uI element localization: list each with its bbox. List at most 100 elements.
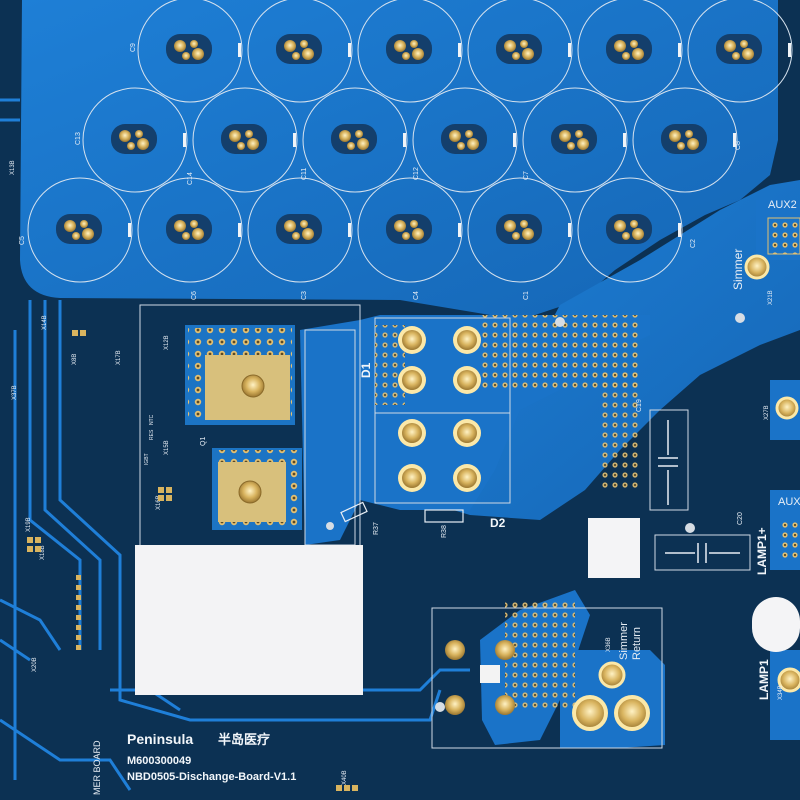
resistor-symbols xyxy=(340,501,464,523)
capacitor-pad-clearance xyxy=(111,124,157,154)
simmer-return-label-1: Simmer xyxy=(618,622,630,660)
pin-headers xyxy=(27,330,358,791)
capacitor-pad xyxy=(559,130,571,142)
capacitor-pad xyxy=(520,40,528,48)
cap-label-c5: C5 xyxy=(19,236,26,245)
foam-pad-right xyxy=(752,597,800,652)
cap-label-c2: C2 xyxy=(690,239,697,248)
lamp1-plus-label: LAMP1+ xyxy=(755,527,769,575)
diode-pad xyxy=(457,468,477,488)
x14b-label: X14B xyxy=(42,315,48,330)
res-label: RES xyxy=(149,429,155,440)
x34b-label: X34B xyxy=(778,685,784,700)
via-field-diag xyxy=(600,370,640,490)
capacitor-pad xyxy=(622,232,630,240)
capacitor-pad xyxy=(677,142,685,150)
capacitor-pad xyxy=(135,130,143,138)
q1-igbt xyxy=(185,325,302,530)
capacitor-pad xyxy=(174,220,186,232)
capacitor-polarity-mark xyxy=(568,43,571,57)
capacitor-outline xyxy=(577,0,683,103)
capacitor-pad xyxy=(119,130,131,142)
igbt-label: IGBT xyxy=(144,453,150,465)
cap-label-c3: C3 xyxy=(301,291,308,300)
simmer-pads xyxy=(445,640,650,731)
capacitor-pad xyxy=(504,40,516,52)
capacitor-pad xyxy=(740,40,748,48)
cap-label-c11: C11 xyxy=(301,168,308,180)
capacitor-polarity-mark xyxy=(238,223,241,237)
capacitor-pad xyxy=(245,130,253,138)
capacitor-copper-pour xyxy=(20,0,778,320)
lamp-copper xyxy=(770,650,800,740)
capacitor-pad xyxy=(410,220,418,228)
capacitor-pad xyxy=(72,232,80,240)
cap-label-c7: C7 xyxy=(523,171,530,180)
capacitor-pad xyxy=(504,220,516,232)
x27b-label: X27B xyxy=(764,405,770,420)
capacitor-pad xyxy=(687,138,699,150)
capacitor-pad xyxy=(347,142,355,150)
capacitor-pad-clearance xyxy=(441,124,487,154)
cap-label-c1: C1 xyxy=(523,291,530,300)
diode-pad xyxy=(402,330,422,350)
capacitor-pad xyxy=(742,48,754,60)
capacitor-outline xyxy=(632,87,738,193)
capacitor-polarity-mark xyxy=(293,133,296,147)
capacitor-pad xyxy=(192,228,204,240)
capacitor-pad xyxy=(284,220,296,232)
via-field-aux xyxy=(778,520,800,560)
capacitor-pad xyxy=(127,142,135,150)
capacitor-pad-clearance xyxy=(496,34,542,64)
capacitor-pad xyxy=(614,40,626,52)
capacitor-pad xyxy=(622,52,630,60)
capacitor-outline xyxy=(357,177,463,283)
capacitor-pad-clearance xyxy=(331,124,377,154)
x18b-label: X18B xyxy=(40,545,46,560)
x12b-label: X12B xyxy=(164,335,170,350)
x19b-label: X19B xyxy=(26,517,32,532)
capacitor-polarity-mark xyxy=(623,133,626,147)
diode-pads xyxy=(398,326,481,492)
capacitor-outline xyxy=(137,0,243,103)
capacitor-pad xyxy=(394,220,406,232)
diode-pad xyxy=(402,423,422,443)
capacitor-outline xyxy=(467,0,573,103)
capacitor-pad xyxy=(394,40,406,52)
capacitor-outline xyxy=(137,177,243,283)
capacitor-outline xyxy=(302,87,408,193)
capacitor-pad-clearance xyxy=(661,124,707,154)
cap-label-c8: C8 xyxy=(735,141,742,150)
diode-pad xyxy=(402,468,422,488)
d2-label: D2 xyxy=(490,516,506,530)
brand-label: Peninsula xyxy=(127,731,193,747)
capacitor-pad-clearance xyxy=(276,214,322,244)
diode-pad xyxy=(402,370,422,390)
capacitor-pad xyxy=(292,232,300,240)
capacitor-pad xyxy=(630,40,638,48)
capacitor-pad-clearance xyxy=(606,214,652,244)
board-name-label: NBD0505-Dischange-Board-V1.1 xyxy=(127,771,296,783)
capacitor-pad xyxy=(229,130,241,142)
c20-symbol xyxy=(665,543,740,563)
x40b-label: X40B xyxy=(342,770,348,785)
x15b-label: X15B xyxy=(164,440,170,455)
capacitor-pad xyxy=(724,40,736,52)
capacitor-pad xyxy=(632,228,644,240)
capacitor-polarity-mark xyxy=(788,43,791,57)
x21b-label: X21B xyxy=(768,290,774,305)
capacitor-pad xyxy=(190,220,198,228)
x13b-label: X13B xyxy=(10,160,16,175)
capacitor-pad-clearance xyxy=(551,124,597,154)
capacitor-outline xyxy=(412,87,518,193)
capacitor-outline xyxy=(357,0,463,103)
capacitor-outline xyxy=(192,87,298,193)
capacitor-pad xyxy=(512,232,520,240)
x16b-label: X16B xyxy=(156,495,162,510)
d1-label: D1 xyxy=(359,362,373,378)
capacitor-pad xyxy=(512,52,520,60)
capacitor-outline xyxy=(687,0,793,103)
capacitor-pad xyxy=(64,220,76,232)
r37-label: R37 xyxy=(373,522,380,535)
capacitor-pad-clearance xyxy=(56,214,102,244)
